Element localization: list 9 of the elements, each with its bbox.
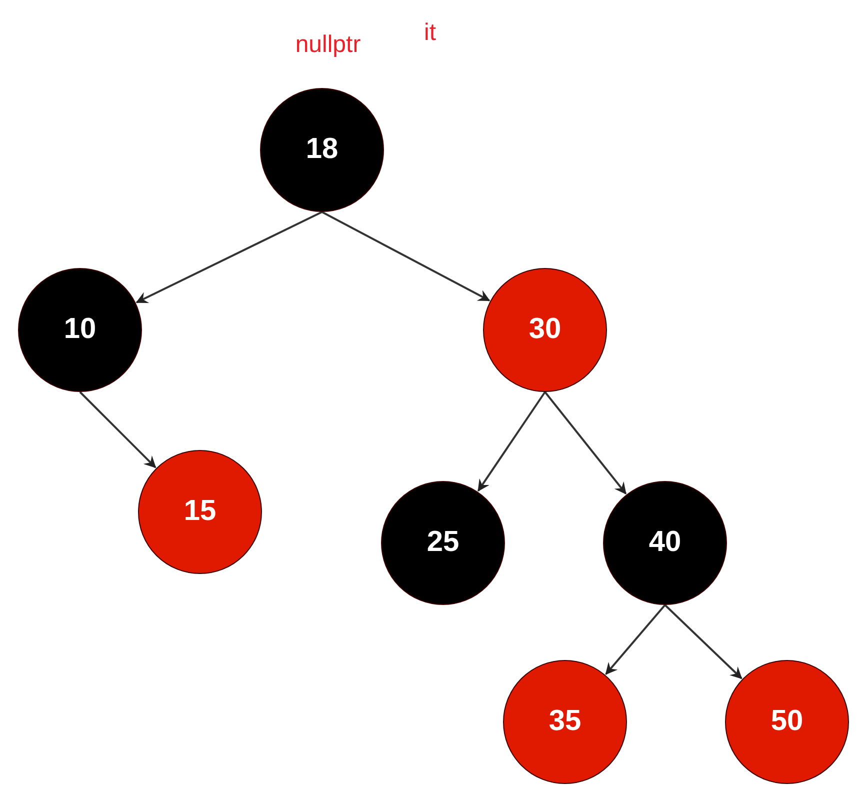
- arrow: [322, 211, 490, 302]
- arrow: [544, 391, 627, 494]
- arrow: [664, 604, 742, 680]
- arrow: [477, 391, 546, 492]
- pointer-label: it: [424, 21, 436, 45]
- pointer-label: nullptr: [295, 33, 361, 57]
- arrow: [605, 604, 666, 675]
- arrow: [79, 391, 156, 468]
- arrow: [136, 211, 322, 304]
